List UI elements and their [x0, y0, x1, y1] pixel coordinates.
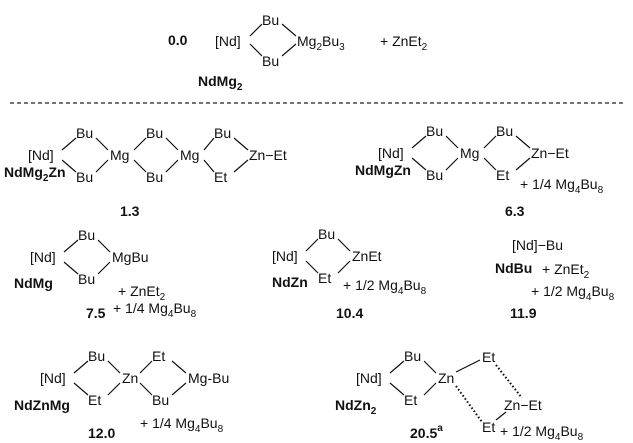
bu-label: Bu	[76, 169, 93, 185]
bu-label: Bu	[426, 123, 443, 139]
bu-label: Bu	[404, 348, 421, 364]
bridge-bonds	[249, 23, 297, 57]
additive: + 1/4 Mg4Bu8	[520, 176, 604, 196]
nd-label: [Nd]	[215, 33, 241, 49]
structure-energy: 20.5a	[410, 423, 443, 441]
bridge-bonds	[483, 135, 531, 171]
bu-label: Bu	[426, 167, 443, 183]
bu-label: Bu	[152, 392, 169, 408]
zn-label: Zn	[122, 370, 138, 386]
zn-label: Zn	[438, 370, 454, 386]
bu-label: Bu	[146, 169, 163, 185]
bridging-bond-hashed	[455, 385, 483, 423]
bridge-bu-top: Bu	[262, 12, 279, 28]
reference-energy: 0.0	[168, 32, 188, 48]
structure-name: NdMg	[14, 275, 53, 291]
structure-energy: 10.4	[336, 305, 363, 321]
nd-label: [Nd]	[40, 370, 66, 386]
bu-label: Bu	[78, 227, 95, 243]
zn-et-label: Zn−Et	[531, 145, 569, 161]
structure-energy: 12.0	[88, 425, 115, 441]
bridge-bonds	[61, 137, 109, 173]
nd-label: [Nd]	[378, 145, 404, 161]
additive: + 1/4 Mg4Bu8	[113, 300, 197, 320]
structure-name: NdMg2Zn	[4, 164, 66, 184]
et-label: Et	[404, 392, 417, 408]
mg-label: Mg	[110, 147, 129, 163]
bridge-bu-bottom: Bu	[262, 53, 279, 69]
bridge-bonds	[305, 238, 351, 274]
structure-ndmg: [Nd] Bu Bu MgBu NdMg + ZnEt2 7.5 + 1/4 M…	[14, 227, 197, 321]
bridge-bonds	[63, 239, 111, 275]
bu-label: Bu	[146, 125, 163, 141]
structure-energy: 11.9	[510, 305, 537, 321]
et-label: Et	[318, 270, 331, 286]
et-label: Et	[88, 392, 101, 408]
mg-label: Mg	[180, 147, 199, 163]
et-label: Et	[152, 348, 165, 364]
nd-label: [Nd]	[28, 147, 54, 163]
bridging-bond-hashed	[495, 364, 523, 399]
nd-label: [Nd]	[30, 249, 56, 265]
bridge-bonds	[133, 137, 179, 173]
bridge-bonds	[203, 137, 249, 173]
et-label: Et	[482, 349, 495, 365]
additive: + 1/4 Mg4Bu8	[140, 415, 224, 435]
bridge-bonds	[411, 135, 459, 171]
additive: + 1/2 Mg4Bu8	[343, 277, 427, 297]
et-label: Et	[496, 167, 509, 183]
reference-structure-ndmg2: 0.0 [Nd] Bu Bu Mg2Bu3 + ZnEt2 NdMg2	[168, 12, 428, 93]
bridge-bonds	[73, 360, 121, 396]
structure-ndznmg: [Nd] Bu Et Zn Et Bu Mg-Bu NdZnMg + 1/4 M…	[14, 348, 229, 441]
plus-znet2: + ZnEt2	[380, 33, 428, 53]
additive: + 1/2 Mg4Bu8	[500, 423, 584, 443]
zn-et-label: Zn−Et	[504, 397, 542, 413]
bu-label: Bu	[88, 348, 105, 364]
structure-name: NdZnMg	[14, 397, 70, 413]
bond-zn-et-top	[455, 359, 481, 373]
structure-ndmg2zn: [Nd] Bu Bu Mg Bu Bu Mg Bu Et Zn−Et NdMg2…	[4, 125, 287, 219]
structure-energy: 1.3	[120, 203, 140, 219]
nd-label: [Nd]	[356, 370, 382, 386]
structure-name: NdBu	[495, 260, 532, 276]
bu-label: Bu	[214, 125, 231, 141]
structure-name: NdZn	[272, 274, 308, 290]
structure-energy: 7.5	[86, 305, 106, 321]
bu-label: Bu	[318, 226, 335, 242]
bond-zn-et-bottom	[495, 411, 507, 421]
zn-et-label: Zn−Et	[249, 147, 287, 163]
mg2bu3-label: Mg2Bu3	[297, 33, 345, 53]
structure-energy: 6.3	[505, 203, 525, 219]
mgbu-label: MgBu	[112, 249, 149, 265]
et-label: Et	[214, 169, 227, 185]
structure-ndbu: [Nd]−Bu NdBu + ZnEt2 + 1/2 Mg4Bu8 11.9	[495, 237, 615, 321]
additive: + 1/2 Mg4Bu8	[531, 283, 615, 303]
reference-name: NdMg2	[198, 73, 243, 93]
mg-bu-label: Mg-Bu	[188, 370, 229, 386]
structure-name: NdMgZn	[355, 162, 411, 178]
additive: + ZnEt2	[118, 283, 166, 303]
bridge-bonds	[139, 360, 187, 396]
structure-ndzn2: [Nd] Bu Et Zn Et Zn−Et Et NdZn2 + 1/2 Mg…	[335, 348, 584, 443]
nd-label: [Nd]	[272, 248, 298, 264]
structure-ndzn: [Nd] Bu Et ZnEt NdZn + 1/2 Mg4Bu8 10.4	[272, 226, 427, 321]
nd-bu-label: [Nd]−Bu	[512, 237, 563, 253]
structure-name: NdZn2	[335, 397, 377, 417]
bu-label: Bu	[76, 125, 93, 141]
znet-label: ZnEt	[352, 248, 382, 264]
structure-ndmgzn: [Nd] Bu Bu Mg Bu Et Zn−Et NdMgZn + 1/4 M…	[355, 123, 604, 219]
mg-label: Mg	[460, 145, 479, 161]
additive: + ZnEt2	[542, 261, 590, 281]
et-label: Et	[482, 419, 495, 435]
bu-label: Bu	[78, 271, 95, 287]
bridge-bonds	[389, 360, 437, 396]
bu-label: Bu	[496, 123, 513, 139]
